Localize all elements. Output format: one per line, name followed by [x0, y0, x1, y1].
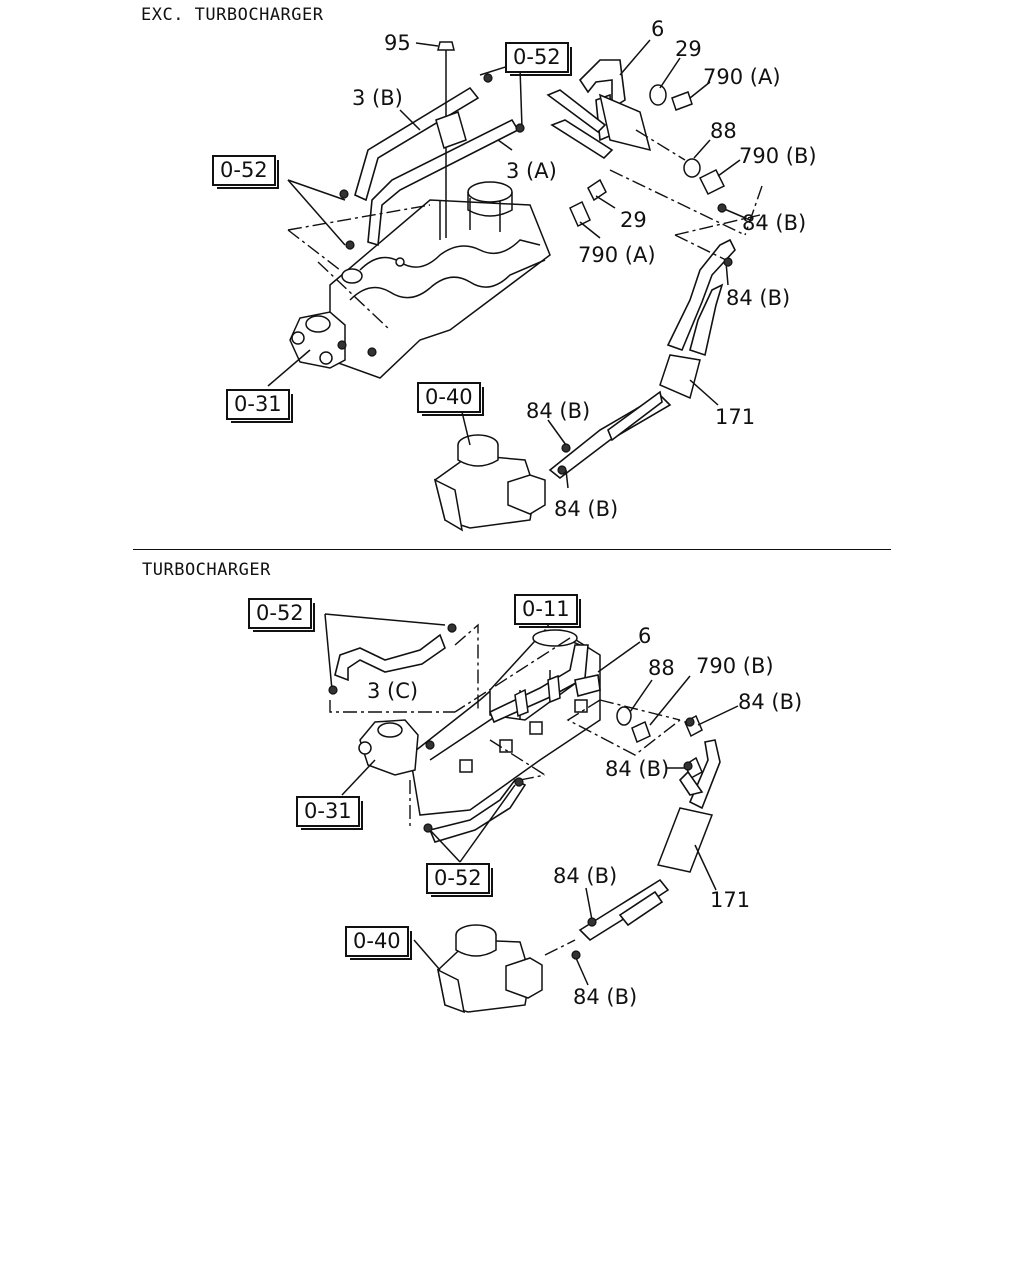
part-label-88-turbo: 88 [648, 656, 675, 680]
top-heater-pipes [546, 59, 652, 160]
bottom-phantom-lines [329, 623, 681, 956]
part-label-6-turbo: 6 [638, 624, 652, 648]
part-label-790a-lower: 790 (A) [578, 243, 656, 267]
top-hose-171 [548, 238, 736, 480]
top-leader-lines [267, 39, 751, 489]
bottom-fittings [328, 623, 695, 960]
top-engine-block [329, 181, 551, 379]
part-label-88: 88 [710, 119, 737, 143]
bottom-heater-unit [436, 924, 543, 1014]
bottom-heater-pipes [488, 644, 601, 724]
part-label-171-turbo: 171 [710, 888, 751, 912]
ref-box-0-52-left: 0-52 [212, 155, 279, 189]
bottom-hose-lower [428, 778, 527, 843]
part-label-84b-turbo-1: 84 (B) [738, 690, 803, 714]
ref-box-0-31-turbo: 0-31 [296, 796, 363, 830]
bottom-hose-3c [334, 633, 446, 682]
ref-box-0-11: 0-11 [514, 594, 581, 628]
part-label-3a: 3 (A) [506, 159, 557, 183]
bottom-leader-lines [324, 613, 739, 986]
part-label-3c: 3 (C) [367, 679, 419, 703]
ref-box-0-40-turbo: 0-40 [345, 926, 412, 960]
part-label-84b-turbo-2: 84 (B) [605, 757, 670, 781]
part-label-171: 171 [715, 405, 756, 429]
top-heater-unit [433, 434, 546, 532]
ref-box-0-52-turbo-upper: 0-52 [248, 598, 315, 632]
part-label-29-upper: 29 [675, 37, 702, 61]
part-label-29-lower: 29 [620, 208, 647, 232]
part-label-84b-1: 84 (B) [742, 211, 807, 235]
part-label-6: 6 [651, 17, 665, 41]
ref-box-0-52-upper: 0-52 [505, 42, 572, 76]
top-section-title: EXC. TURBOCHARGER [141, 5, 324, 25]
part-label-84b-3: 84 (B) [526, 399, 591, 423]
top-clamps-790a-29 [569, 84, 726, 228]
top-fittings [337, 73, 733, 475]
part-label-84b-4: 84 (B) [554, 497, 619, 521]
part-label-790a-upper: 790 (A) [703, 65, 781, 89]
part-label-84b-turbo-3: 84 (B) [553, 864, 618, 888]
part-label-84b-2: 84 (B) [726, 286, 791, 310]
ref-box-0-31: 0-31 [226, 389, 293, 423]
bottom-section-title: TURBOCHARGER [142, 560, 271, 580]
part-label-84b-turbo-4: 84 (B) [573, 985, 638, 1009]
ref-box-0-40: 0-40 [417, 382, 484, 416]
part-label-790b-turbo: 790 (B) [696, 654, 774, 678]
part-label-3b: 3 (B) [352, 86, 403, 110]
ref-box-0-52-turbo-lower: 0-52 [426, 863, 493, 897]
part-label-790b: 790 (B) [739, 144, 817, 168]
top-phantom-lines [287, 129, 763, 331]
section-divider [133, 549, 891, 550]
bottom-hose-171 [578, 739, 721, 942]
part-label-95: 95 [384, 31, 411, 55]
top-bolt-95 [435, 41, 467, 238]
